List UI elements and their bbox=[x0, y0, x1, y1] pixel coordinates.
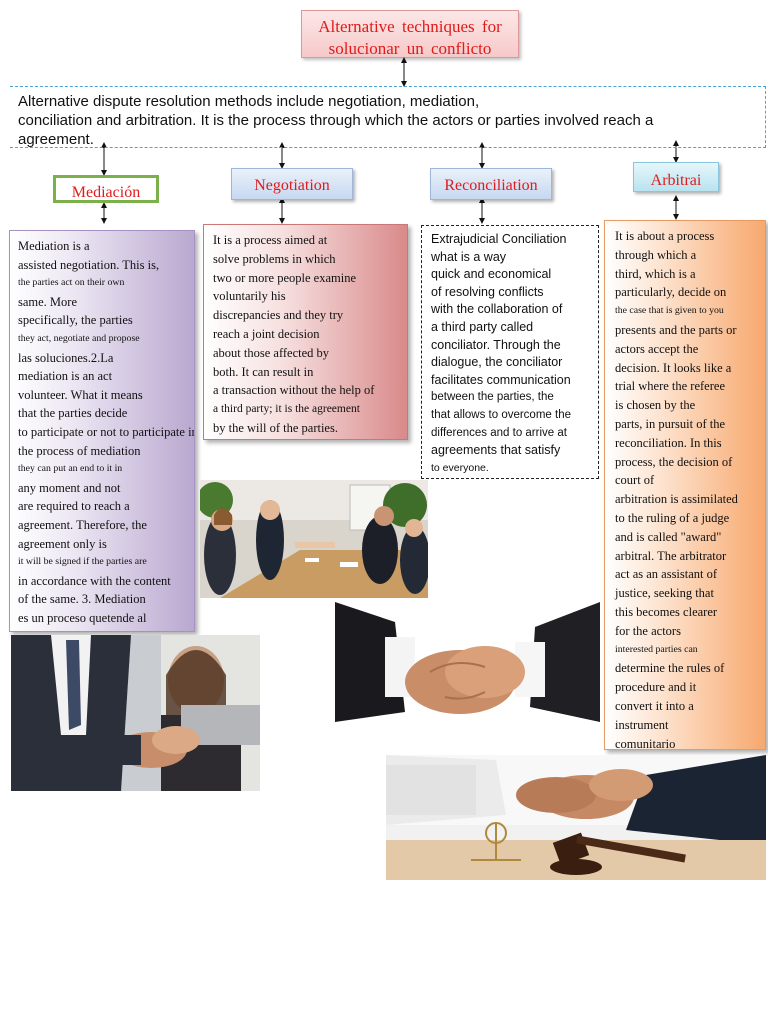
text-line: Extrajudicial Conciliation bbox=[431, 231, 598, 249]
text-line: arbitration is assimilated bbox=[615, 490, 765, 509]
text-line: act as an assistant of bbox=[615, 565, 765, 584]
text-line: same. More bbox=[18, 293, 194, 312]
intro-line-1: Alternative dispute resolution methods i… bbox=[18, 92, 765, 111]
node-mediation: Mediación bbox=[53, 175, 159, 203]
text-line: of the same. 3. Mediation bbox=[18, 590, 194, 609]
text-line: decision. It looks like a bbox=[615, 359, 765, 378]
text-line: solve problems in which bbox=[213, 250, 407, 269]
text-line: differences and to arrive at bbox=[431, 425, 598, 443]
text-line: about those affected by bbox=[213, 344, 407, 363]
text-line: presents and the parts or bbox=[615, 321, 765, 340]
text-line: es un proceso quetende al bbox=[18, 609, 194, 628]
text-line: the case that is given to you bbox=[615, 302, 765, 321]
text-line: It is a process aimed at bbox=[213, 231, 407, 250]
text-line: volunteer. What it means bbox=[18, 386, 194, 405]
text-line: this becomes clearer bbox=[615, 603, 765, 622]
text-line: they can put an end to it in bbox=[18, 460, 194, 479]
intro-line-3: agreement. bbox=[18, 130, 765, 149]
handshake-photo-closeup bbox=[335, 602, 600, 738]
text-line: conciliator. Through the bbox=[431, 337, 598, 355]
text-line: to participate or not to participate in bbox=[18, 423, 194, 442]
text-line: Mediation is a bbox=[18, 237, 194, 256]
handshake-gavel-photo bbox=[386, 755, 766, 880]
node-reconciliation: Reconciliation bbox=[430, 168, 552, 200]
text-line: what is a way bbox=[431, 249, 598, 267]
negotiation-text-box: It is a process aimed at solve problems … bbox=[203, 224, 408, 440]
text-line: between the parties, the bbox=[431, 389, 598, 407]
text-line: agreements that satisfy bbox=[431, 442, 598, 460]
text-line: trial where the referee bbox=[615, 377, 765, 396]
text-line: is chosen by the bbox=[615, 396, 765, 415]
text-line: quick and economical bbox=[431, 266, 598, 284]
text-line: a transaction without the help of bbox=[213, 381, 407, 400]
text-line: assisted negotiation. This is, bbox=[18, 256, 194, 275]
text-line: they act, negotiate and propose bbox=[18, 330, 194, 349]
text-line: procedure and it bbox=[615, 678, 765, 697]
intro-line-2: conciliation and arbitration. It is the … bbox=[18, 111, 765, 130]
text-line: a third party called bbox=[431, 319, 598, 337]
text-line: and is called "award" bbox=[615, 528, 765, 547]
text-line: to everyone. bbox=[431, 460, 598, 478]
intro-box: Alternative dispute resolution methods i… bbox=[10, 86, 766, 148]
text-line: process, the decision of bbox=[615, 453, 765, 472]
text-line: specifically, the parties bbox=[18, 311, 194, 330]
text-line: mediation is an act bbox=[18, 367, 194, 386]
text-line: two or more people examine bbox=[213, 269, 407, 288]
text-line: determine the rules of bbox=[615, 659, 765, 678]
text-line: to the ruling of a judge bbox=[615, 509, 765, 528]
text-line: actors accept the bbox=[615, 340, 765, 359]
text-line: both. It can result in bbox=[213, 363, 407, 382]
text-line: It is about a process bbox=[615, 227, 765, 246]
reconciliation-text-box: Extrajudicial Conciliation what is a way… bbox=[421, 225, 599, 479]
text-line: arbitral. The arbitrator bbox=[615, 547, 765, 566]
node-arbitration: Arbitrai bbox=[633, 162, 719, 192]
mediation-text-box: Mediation is a assisted negotiation. Thi… bbox=[9, 230, 195, 632]
text-line: the process of mediation bbox=[18, 442, 194, 461]
text-line: discrepancies and they try bbox=[213, 306, 407, 325]
intro-text: Alternative dispute resolution methods i… bbox=[10, 87, 765, 149]
arbitration-text-box: It is about a process through which a th… bbox=[604, 220, 766, 750]
text-line: it will be signed if the parties are bbox=[18, 553, 194, 572]
meeting-photo bbox=[200, 480, 428, 598]
text-line: comunitario bbox=[615, 735, 765, 750]
text-line: any moment and not bbox=[18, 479, 194, 498]
text-line: particularly, decide on bbox=[615, 283, 765, 302]
text-line: through which a bbox=[615, 246, 765, 265]
text-line: justice, seeking that bbox=[615, 584, 765, 603]
text-line: reconciliation. In this bbox=[615, 434, 765, 453]
text-line: instrument bbox=[615, 716, 765, 735]
text-line: that allows to overcome the bbox=[431, 407, 598, 425]
text-line: agreement only is bbox=[18, 535, 194, 554]
text-line: with the collaboration of bbox=[431, 301, 598, 319]
text-line: the parties act on their own bbox=[18, 274, 194, 293]
text-line: a third party; it is the agreement bbox=[213, 400, 407, 419]
text-line: las soluciones.2.La bbox=[18, 349, 194, 368]
text-line: parts, in pursuit of the bbox=[615, 415, 765, 434]
text-line: voluntarily his bbox=[213, 287, 407, 306]
text-line: convert it into a bbox=[615, 697, 765, 716]
text-line: reach a joint decision bbox=[213, 325, 407, 344]
text-line: in accordance with the content bbox=[18, 572, 194, 591]
text-line: court of bbox=[615, 471, 765, 490]
text-line: facilitates communication bbox=[431, 372, 598, 390]
node-negotiation: Negotiation bbox=[231, 168, 353, 200]
handshake-photo-office bbox=[11, 635, 260, 791]
text-line: dialogue, the conciliator bbox=[431, 354, 598, 372]
text-line: agreement. Therefore, the bbox=[18, 516, 194, 535]
text-line: for the actors bbox=[615, 622, 765, 641]
text-line: by the will of the parties. bbox=[213, 419, 407, 438]
text-line: are required to reach a bbox=[18, 497, 194, 516]
text-line: of resolving conflicts bbox=[431, 284, 598, 302]
text-line: third, which is a bbox=[615, 265, 765, 284]
text-line: that the parties decide bbox=[18, 404, 194, 423]
text-line: interested parties can bbox=[615, 641, 765, 660]
